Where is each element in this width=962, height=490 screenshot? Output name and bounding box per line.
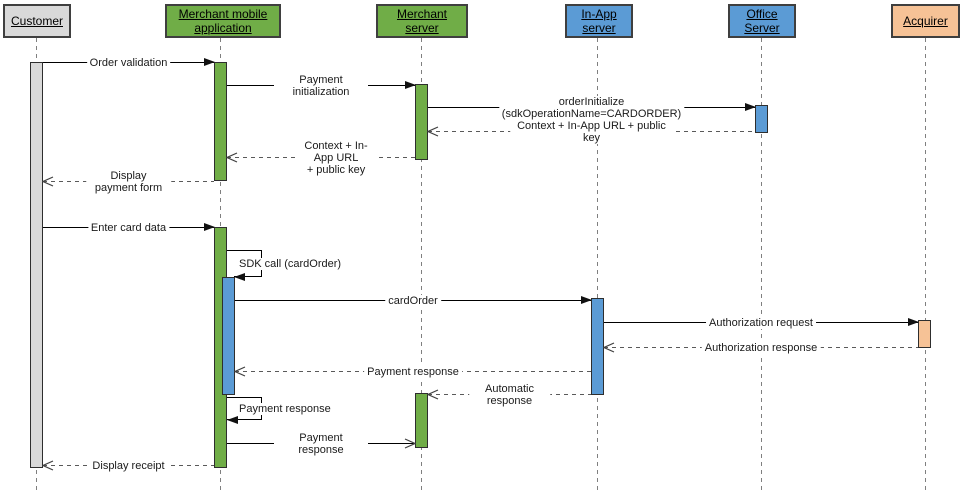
participant-box-in-app-server: In-App server <box>565 4 633 38</box>
message-label: orderInitialize (sdkOperationName=CARDOR… <box>498 96 685 120</box>
arrowhead-filled-right-icon <box>908 318 919 326</box>
activation-merchant-server-1 <box>415 84 428 160</box>
activation-office-server <box>755 105 768 133</box>
arrowhead-open-left-icon <box>42 176 54 187</box>
participant-box-customer: Customer <box>3 4 71 38</box>
activation-in-app-server <box>591 298 604 395</box>
arrowhead-open-left-icon <box>427 126 439 137</box>
self-message-line <box>227 397 262 398</box>
lifeline-office-server <box>761 38 762 490</box>
message-label: Enter card data <box>87 222 170 234</box>
message-label: cardOrder <box>385 295 441 307</box>
arrowhead-open-left-icon <box>427 389 439 400</box>
message-label: Context + In-App URL + public key <box>509 120 674 144</box>
arrowhead-open-left-icon <box>42 460 54 471</box>
message-label: Payment response <box>274 432 368 456</box>
message-label: Context + In-App URL + public key <box>296 140 376 176</box>
activation-customer <box>30 62 43 468</box>
self-message-line <box>227 419 262 420</box>
message-label: Display receipt <box>89 460 168 472</box>
arrowhead-filled-left-icon <box>234 273 245 281</box>
message-label: Order validation <box>86 57 171 69</box>
participant-label: Acquirer <box>903 14 948 28</box>
self-message-line <box>234 276 262 277</box>
participant-label: Customer <box>10 14 63 28</box>
message-label: Automatic response <box>468 383 551 407</box>
arrowhead-filled-right-icon <box>581 296 592 304</box>
arrowhead-filled-right-icon <box>405 81 416 89</box>
arrowhead-open-left-icon <box>226 152 238 163</box>
message-label: Payment response <box>237 403 333 415</box>
arrowhead-open-right-icon <box>404 438 416 449</box>
participant-box-merchant-mobile-application: Merchant mobile application <box>165 4 281 38</box>
message-label: Payment initialization <box>274 74 368 98</box>
self-message-line <box>227 250 262 251</box>
activation-acquirer <box>918 320 931 348</box>
arrowhead-open-left-icon <box>603 342 615 353</box>
participant-label: Merchant mobile application <box>178 7 268 35</box>
arrowhead-open-left-icon <box>234 366 246 377</box>
arrowhead-filled-left-icon <box>227 416 238 424</box>
lifeline-merchant-server <box>421 38 422 490</box>
message-label: SDK call (cardOrder) <box>237 258 344 270</box>
participant-box-office-server: Office Server <box>728 4 796 38</box>
message-label: Payment response <box>364 366 462 378</box>
participant-box-merchant-server: Merchant server <box>376 4 468 38</box>
activation-merchant-server-2 <box>415 393 428 448</box>
lifeline-acquirer <box>925 38 926 490</box>
message-label: Authorization response <box>701 342 821 354</box>
message-label: Authorization request <box>706 317 816 329</box>
arrowhead-filled-right-icon <box>745 103 756 111</box>
arrowhead-filled-right-icon <box>204 58 215 66</box>
message-payment-response-self: Payment response <box>227 397 333 424</box>
participant-label: In-App server <box>581 7 617 35</box>
participant-label: Office Server <box>744 7 780 35</box>
participant-box-acquirer: Acquirer <box>891 4 960 38</box>
lifeline-in-app-server <box>597 38 598 490</box>
participant-label: Merchant server <box>396 7 448 35</box>
activation-merchant-mobile-1 <box>214 62 227 181</box>
message-label: Display payment form <box>85 170 172 194</box>
arrowhead-filled-right-icon <box>204 223 215 231</box>
message-sdk-call-self: SDK call (cardOrder) <box>227 250 344 281</box>
activation-merchant-mobile-sdk <box>222 277 235 395</box>
